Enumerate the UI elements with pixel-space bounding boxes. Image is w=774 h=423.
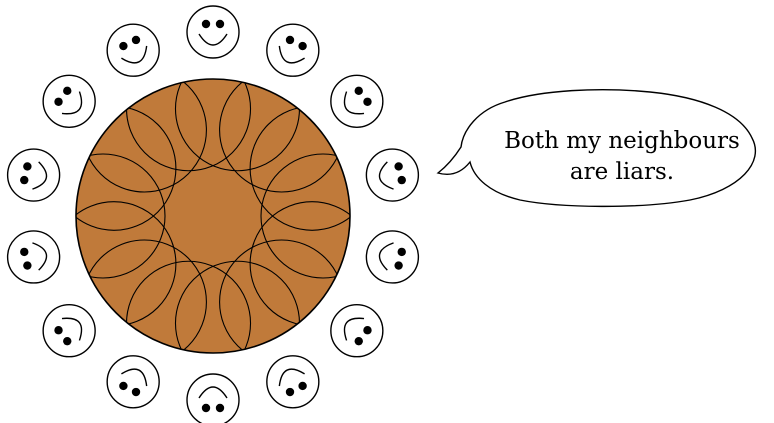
eye-dot — [202, 20, 210, 28]
eye-dot — [23, 261, 31, 269]
eye-dot — [398, 248, 406, 256]
person-face-icon — [331, 305, 383, 357]
eye-dot — [298, 382, 306, 390]
face-outline — [187, 6, 239, 58]
face-outline — [331, 305, 383, 357]
person-face-icon — [43, 305, 95, 357]
eye-dot — [286, 36, 294, 44]
eye-dot — [20, 248, 28, 256]
table-disk — [76, 79, 350, 353]
eye-dot — [119, 42, 127, 50]
speech-bubble: Both my neighbours are liars. — [438, 90, 755, 207]
eye-dot — [216, 404, 224, 412]
eye-dot — [63, 87, 71, 95]
face-outline — [8, 231, 60, 283]
person-face-icon — [107, 356, 159, 408]
person-face-icon — [366, 149, 418, 201]
eye-dot — [363, 326, 371, 334]
eye-dot — [20, 176, 28, 184]
speech-line-1: Both my neighbours — [504, 128, 740, 154]
face-outline — [43, 305, 95, 357]
eye-dot — [298, 42, 306, 50]
eye-dot — [23, 162, 31, 170]
person-face-icon — [8, 149, 60, 201]
face-outline — [43, 75, 95, 127]
eye-dot — [202, 404, 210, 412]
speech-line-2: are liars. — [570, 159, 674, 185]
face-outline — [8, 149, 60, 201]
face-outline — [267, 356, 319, 408]
face-outline — [267, 24, 319, 76]
eye-dot — [54, 98, 62, 106]
person-face-icon — [267, 356, 319, 408]
person-face-icon — [107, 24, 159, 76]
eye-dot — [355, 337, 363, 345]
eye-dot — [355, 87, 363, 95]
person-face-icon — [366, 231, 418, 283]
eye-dot — [394, 162, 402, 170]
eye-dot — [132, 36, 140, 44]
face-outline — [366, 231, 418, 283]
person-face-icon — [267, 24, 319, 76]
face-outline — [187, 374, 239, 423]
eye-dot — [119, 382, 127, 390]
person-face-icon — [43, 75, 95, 127]
eye-dot — [363, 98, 371, 106]
eye-dot — [54, 326, 62, 334]
eye-dot — [63, 337, 71, 345]
eye-dot — [132, 388, 140, 396]
face-outline — [331, 75, 383, 127]
face-outline — [107, 24, 159, 76]
person-face-icon — [331, 75, 383, 127]
eye-dot — [394, 261, 402, 269]
person-face-icon — [187, 374, 239, 423]
face-outline — [366, 149, 418, 201]
eye-dot — [286, 388, 294, 396]
eye-dot — [216, 20, 224, 28]
face-outline — [107, 356, 159, 408]
person-face-icon — [8, 231, 60, 283]
person-face-icon — [187, 6, 239, 58]
eye-dot — [398, 176, 406, 184]
